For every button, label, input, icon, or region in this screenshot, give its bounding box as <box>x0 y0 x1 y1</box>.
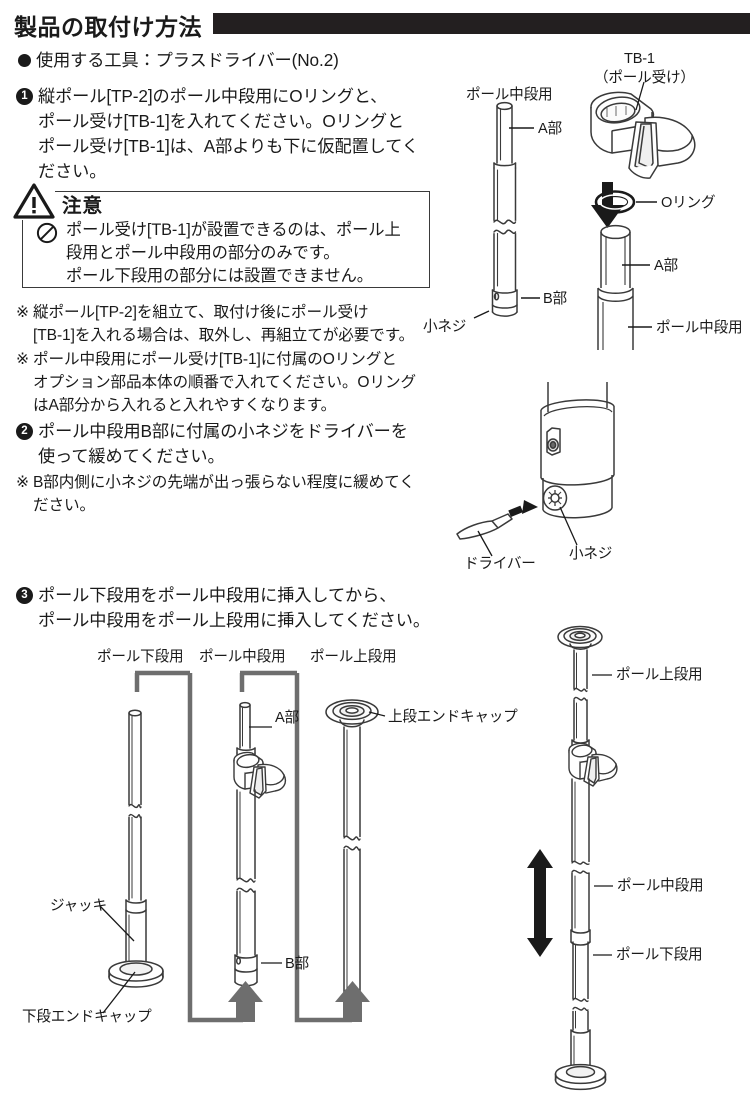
caution-line-1: ポール受け[TB-1]が設置できるのは、ポール上 <box>66 221 401 239</box>
fig1-label-part-a-2: A部 <box>654 258 678 274</box>
caution-box <box>22 191 430 288</box>
fig3-label-part-a: A部 <box>275 710 299 726</box>
fig3-label-pole-upper: ポール上段用 <box>310 649 397 665</box>
caution-line-3: ポール下段用の部分には設置できません。 <box>66 267 373 285</box>
extend-arrow-icon <box>527 849 553 957</box>
fig4-label-pole-middle: ポール中段用 <box>617 878 704 894</box>
page-header: 製品の取付け方法 <box>0 6 750 40</box>
bullet-dot-icon <box>18 54 31 67</box>
note-2-line-2: オプション部品本体の順番で入れてください。Oリング <box>33 374 416 391</box>
fig2-label-small-screw: 小ネジ <box>569 546 613 562</box>
warning-triangle-icon <box>13 182 55 220</box>
insert-arrow-icon <box>228 981 263 1022</box>
fig1-label-part-b: B部 <box>543 291 567 307</box>
fig2-label-driver: ドライバー <box>464 556 536 572</box>
step-3-line-2: ポール中段用をポール上段用に挿入してください。 <box>38 610 430 630</box>
page-title: 製品の取付け方法 <box>14 14 202 40</box>
step-1-line-3: ポール受け[TB-1]は、A部よりも下に仮配置してく <box>38 136 419 156</box>
note-3-line-1: B部内側に小ネジの先端が出っ張らない程度に緩めてく <box>33 474 415 491</box>
fig1-label-tb1: TB-1 <box>624 51 655 67</box>
step-1-line-4: ださい。 <box>38 161 107 181</box>
step-1-line-1: 縦ポール[TP-2]のポール中段用にOリングと、 <box>38 86 388 106</box>
note-2-line-3: はA部分から入れると入れやすくなります。 <box>33 397 337 414</box>
note-1-line-2: [TB-1]を入れる場合は、取外し、再組立てが必要です。 <box>33 327 415 344</box>
fig1-label-small-screw: 小ネジ <box>423 319 467 335</box>
step-1-line-2: ポール受け[TB-1]を入れてください。Oリングと <box>38 111 405 131</box>
step-3-line-1: ポール下段用をポール中段用に挿入してから、 <box>38 585 397 605</box>
fig1-label-part-a: A部 <box>538 121 562 137</box>
header-rule <box>213 13 750 34</box>
fig1-label-pole-middle: ポール中段用 <box>466 87 553 103</box>
fig3-label-pole-lower: ポール下段用 <box>97 649 184 665</box>
caution-line-2: 段用とポール中段用の部分のみです。 <box>66 244 340 262</box>
note-2-line-1: ポール中段用にポール受け[TB-1]に付属のOリングと <box>33 351 397 368</box>
fig3-label-lower-end-cap: 下段エンドキャップ <box>22 1009 152 1025</box>
caution-label: 注意 <box>62 195 104 217</box>
step-1-marker: 1 <box>16 88 33 105</box>
note-2-mark: ※ <box>16 351 29 368</box>
note-1-mark: ※ <box>16 304 29 321</box>
fig1-label-o-ring: Oリング <box>661 195 716 211</box>
note-1-line-1: 縦ポール[TP-2]を組立て、取付け後にポール受け <box>33 304 369 321</box>
o-ring-shape <box>594 190 636 214</box>
fig3-label-part-b: B部 <box>285 956 309 972</box>
step-2-line-1: ポール中段用B部に付属の小ネジをドライバーを <box>38 421 408 441</box>
fig4-label-pole-lower: ポール下段用 <box>616 947 703 963</box>
fig3-label-pole-middle: ポール中段用 <box>199 649 286 665</box>
fig3-label-jack: ジャッキ <box>50 898 107 914</box>
fig3-label-upper-end-cap: 上段エンドキャップ <box>388 709 518 725</box>
down-arrow-icon <box>591 182 624 228</box>
fig1-label-pole-middle-2: ポール中段用 <box>656 320 743 336</box>
fig1-label-tb1-sub: （ポール受け） <box>594 70 695 86</box>
push-arrow-icon <box>508 500 538 517</box>
step-2-marker: 2 <box>16 423 33 440</box>
fig4-label-pole-upper: ポール上段用 <box>616 667 703 683</box>
insert-arrow-icon <box>335 981 370 1022</box>
tool-line: 使用する工具：プラスドライバー(No.2) <box>36 50 339 70</box>
prohibition-icon <box>36 222 58 244</box>
step-3-marker: 3 <box>16 587 33 604</box>
note-3-mark: ※ <box>16 474 29 491</box>
note-3-line-2: ださい。 <box>33 497 95 514</box>
step-2-line-2: 使って緩めてください。 <box>38 446 225 466</box>
